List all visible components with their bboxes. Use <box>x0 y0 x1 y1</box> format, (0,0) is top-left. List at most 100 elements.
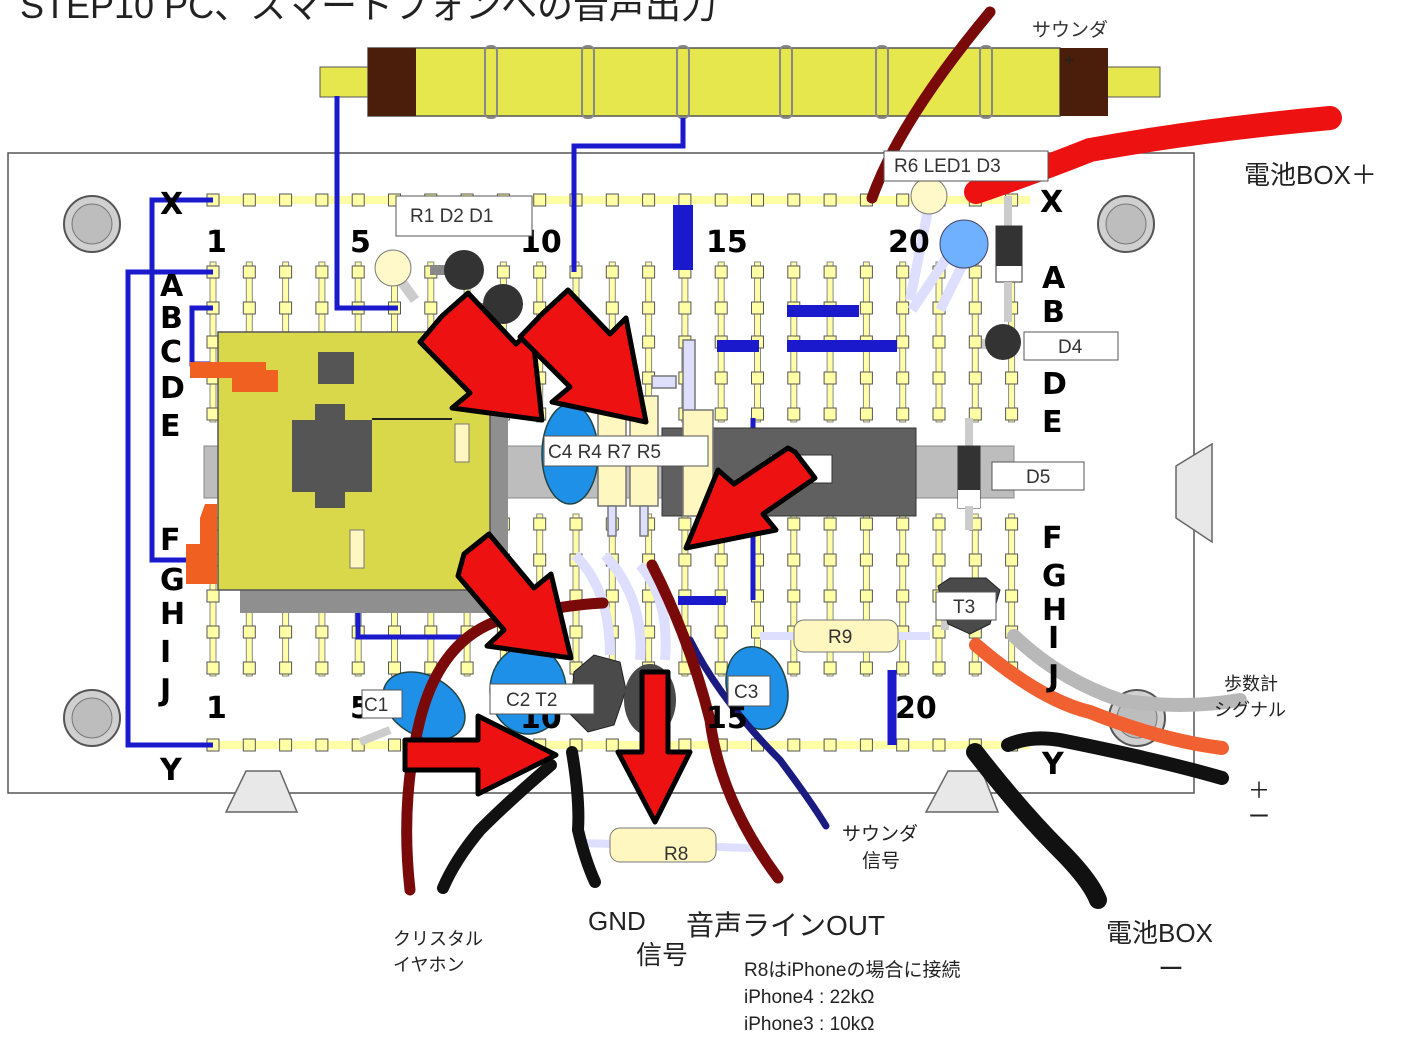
row-label-c: C <box>160 335 182 370</box>
rail-pad <box>787 193 801 207</box>
rail-pad <box>823 738 837 752</box>
rail-pad <box>823 193 837 207</box>
col-top-5: 5 <box>350 225 371 260</box>
r8-note-line1: R8はiPhoneの場合に接続 <box>744 959 960 981</box>
row-label-right-i: I <box>1048 621 1059 656</box>
row-label-right-b: B <box>1042 295 1065 330</box>
rail-pad <box>242 193 256 207</box>
row-label-right-y: Y <box>1041 747 1065 782</box>
col-bottom-1: 1 <box>206 691 227 726</box>
battery-plus-label: 電池BOX＋ <box>1244 160 1377 190</box>
svg-text:C3: C3 <box>734 682 758 703</box>
rail-pad <box>787 738 801 752</box>
rail-pad <box>751 193 764 207</box>
row-label-i: I <box>160 635 171 670</box>
label-c1: C1 <box>361 689 403 719</box>
col-top-1: 1 <box>206 225 227 260</box>
diode-d3 <box>995 196 1023 322</box>
row-label-g: G <box>160 563 185 598</box>
row-label-e: E <box>160 409 181 444</box>
led1 <box>907 219 989 313</box>
svg-text:C4 R4 R7 R5: C4 R4 R7 R5 <box>548 442 661 463</box>
row-label-x: X <box>160 187 183 222</box>
svg-text:C2 T2: C2 T2 <box>506 690 557 711</box>
crystal-earphone-label-2: イヤホン <box>393 955 464 975</box>
row-label-right-e: E <box>1042 405 1063 440</box>
minus-sign: ー <box>1248 804 1270 829</box>
c1-lead <box>358 726 392 746</box>
svg-text:T3: T3 <box>953 597 975 618</box>
row-label-right-h: H <box>1042 593 1067 628</box>
label-d5: D5 <box>991 461 1085 491</box>
row-label-right-x: X <box>1040 185 1063 220</box>
crystal-earphone-label-1: クリスタル <box>393 929 483 949</box>
row-labels-left: X A B C D E F G H I J Y <box>158 187 185 788</box>
label-c3: C3 <box>727 675 771 707</box>
row-label-y: Y <box>159 753 183 788</box>
led-yellow <box>374 177 948 303</box>
sounder: + <box>319 45 1161 119</box>
label-c2-t2: C2 T2 <box>489 683 595 715</box>
battery-minus-label-2: ー <box>1158 954 1184 984</box>
svg-text:D4: D4 <box>1058 337 1083 358</box>
sounder-label: サウンダ <box>1032 19 1108 41</box>
col-top-15: 15 <box>706 225 748 260</box>
label-r6-led1-d3: R6 LED1 D3 <box>883 150 1049 182</box>
board-feet <box>224 442 1213 813</box>
label-t3: T3 <box>935 591 997 621</box>
rail-pad <box>896 738 910 752</box>
row-label-h: H <box>160 597 185 632</box>
rail-pad <box>605 738 619 752</box>
diode-d5 <box>957 418 981 530</box>
gnd-label: GND <box>588 906 646 936</box>
signal-label: 信号 <box>636 940 688 970</box>
svg-text:C1: C1 <box>364 695 388 716</box>
row-label-right-a: A <box>1042 261 1066 296</box>
svg-text:+: + <box>1064 50 1075 70</box>
row-label-a: A <box>160 269 184 304</box>
label-r9: R9 <box>828 627 852 648</box>
row-label-right-f: F <box>1042 521 1063 556</box>
rail-pad <box>388 738 401 752</box>
pedometer-label-1: 歩数計 <box>1224 674 1278 694</box>
r8-note-line2: iPhone4 : 22kΩ <box>744 987 874 1008</box>
svg-text:D5: D5 <box>1026 467 1050 488</box>
svg-text:R9: R9 <box>828 627 852 648</box>
sounder-signal-label-1: サウンダ <box>842 823 918 845</box>
col-bottom-15: 15 <box>706 701 748 736</box>
rail-pad <box>279 738 293 752</box>
rail-pad <box>678 738 692 752</box>
label-c4-r4-r7-r5: C4 R4 R7 R5 <box>543 435 709 467</box>
rail-pad <box>896 193 910 207</box>
row-label-f: F <box>160 523 181 558</box>
rail-pad <box>678 193 692 207</box>
row-label-right-d: D <box>1042 367 1067 402</box>
sounder-signal-label-2: 信号 <box>862 850 900 872</box>
plus-sign: ＋ <box>1248 778 1270 803</box>
pedometer-label-2: シグナル <box>1214 700 1286 720</box>
rail-pad <box>642 193 656 207</box>
rail-pad <box>315 738 329 752</box>
rail-pad <box>605 193 619 207</box>
rail-pad <box>242 738 256 752</box>
row-label-b: B <box>160 301 183 336</box>
receiver-module <box>186 331 508 613</box>
row-label-right-j: J <box>1046 659 1059 694</box>
row-labels-right: X A B D E F G H I J Y <box>1040 185 1067 782</box>
label-d4: D4 <box>1023 331 1119 361</box>
svg-text:R6 LED1 D3: R6 LED1 D3 <box>894 156 1001 177</box>
rail-pad <box>533 193 547 207</box>
cables <box>401 6 1342 909</box>
battery-minus-label-1: 電池BOX <box>1106 918 1213 948</box>
r8-note-line3: iPhone3 : 10kΩ <box>744 1014 874 1035</box>
row-label-d: D <box>160 371 185 406</box>
row-label-j: J <box>158 673 171 708</box>
rail-pad <box>351 193 365 207</box>
rail-pad <box>279 193 293 207</box>
rail-pad <box>932 738 946 752</box>
red-arrows <box>402 287 818 825</box>
column-numbers-top: 1 5 10 15 20 <box>206 225 930 260</box>
resistor-r9 <box>760 619 930 653</box>
